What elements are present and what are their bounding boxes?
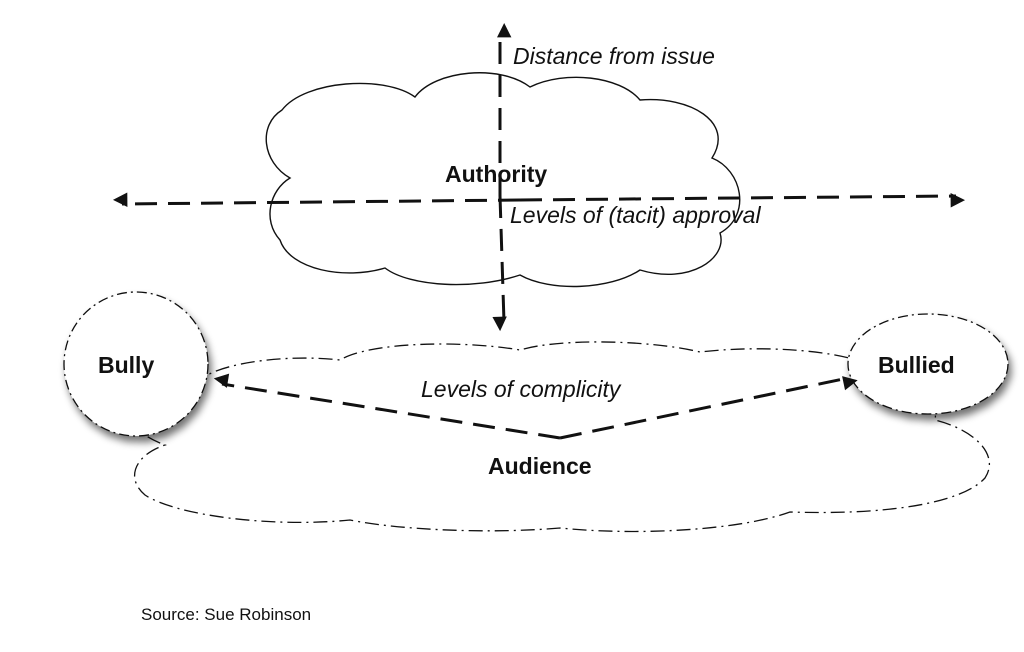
authority-label: Authority (445, 161, 547, 187)
complicity-arrow-to-bully (213, 373, 561, 440)
authority-cloud (265, 72, 741, 288)
bully-label: Bully (98, 352, 154, 378)
bullied-label: Bullied (878, 352, 955, 378)
approval-label: Levels of (tacit) approval (510, 202, 761, 228)
approval-axis-left (112, 192, 521, 207)
bullied-node (847, 313, 1009, 415)
bully-circle (63, 291, 209, 437)
complicity-arrow-to-bullied (559, 376, 858, 440)
source-caption: Source: Sue Robinson (141, 605, 311, 624)
bullied-circle (847, 313, 1009, 415)
bully-node (63, 291, 209, 437)
complicity-label: Levels of complicity (421, 376, 622, 402)
audience-label: Audience (488, 453, 592, 479)
approval-axis-right (519, 193, 966, 208)
distance-axis-down (492, 195, 507, 332)
distance-label: Distance from issue (513, 43, 715, 69)
